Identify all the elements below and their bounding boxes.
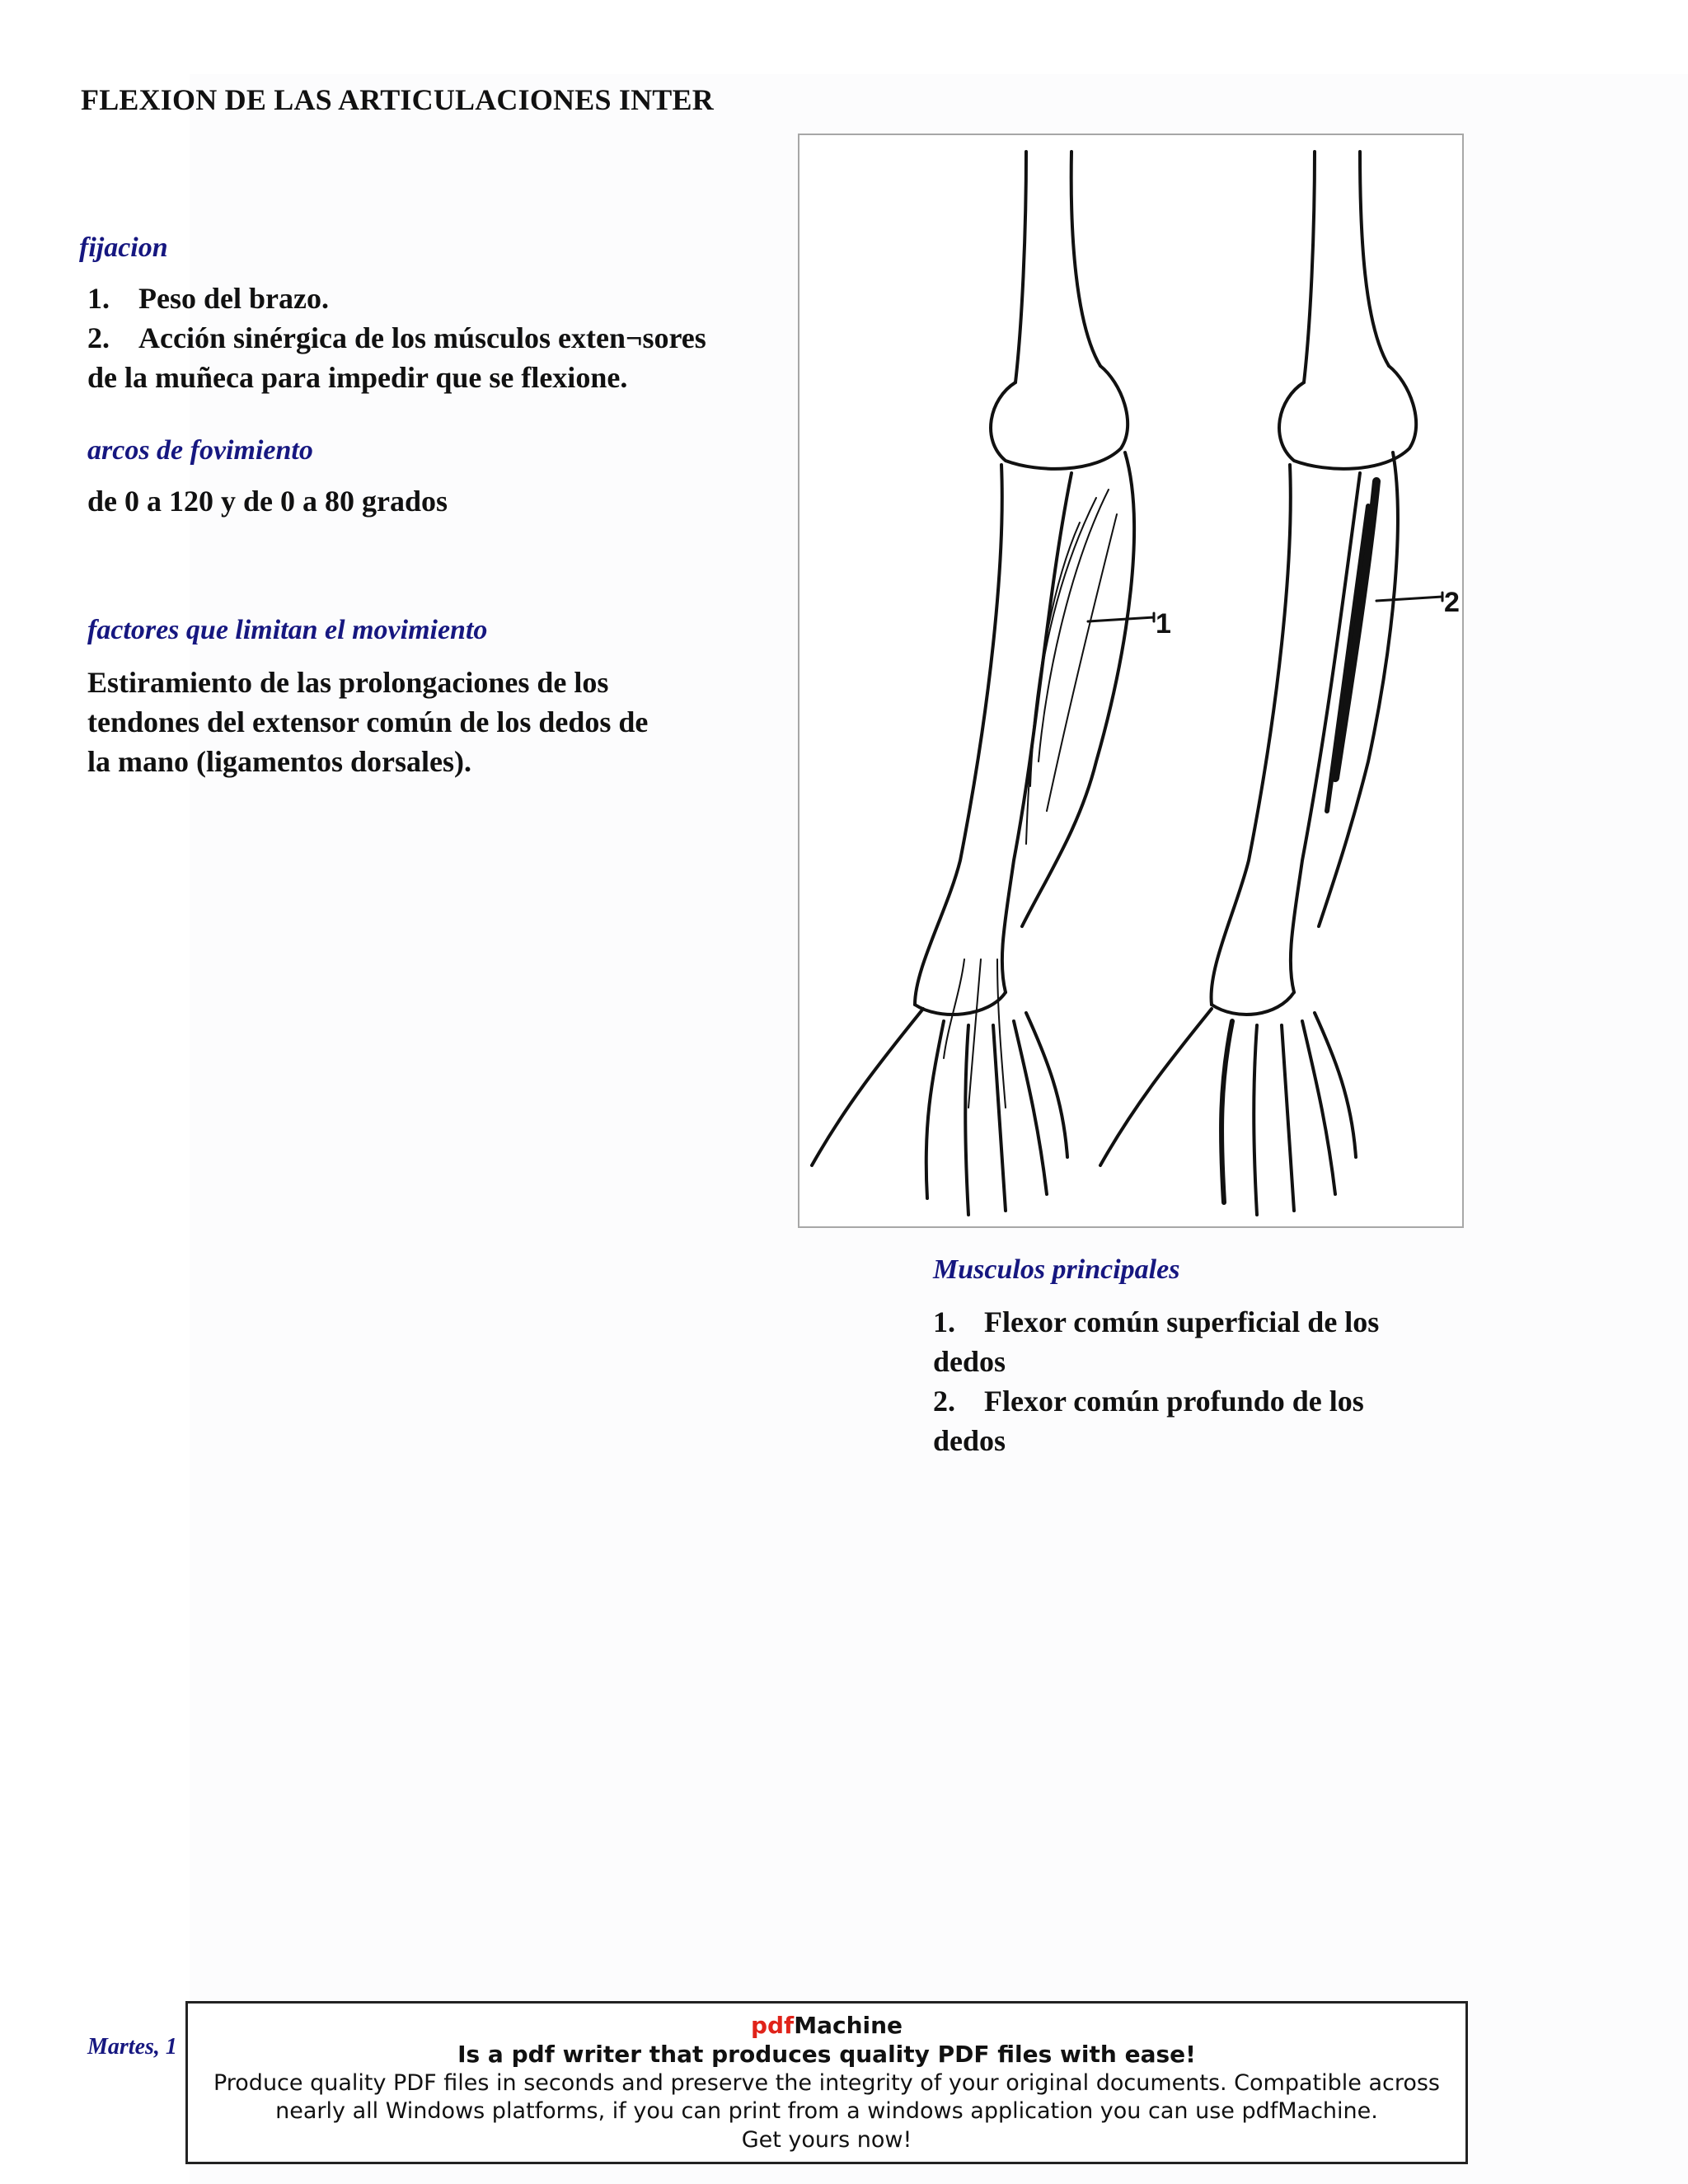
forearm-illustration: 1 2 (810, 150, 1460, 1216)
item-number: 2. (933, 1385, 955, 1418)
item-text: Flexor común profundo de los (984, 1385, 1364, 1418)
item-number: 1. (87, 282, 110, 315)
banner-description-line: Produce quality PDF files in seconds and… (213, 2070, 1441, 2096)
thumb-right (1099, 1007, 1213, 1167)
fijacion-heading: fijacion (79, 232, 168, 263)
radius-right (1209, 463, 1292, 1006)
musculos-list: 1.Flexor común superficial de los dedos … (933, 1302, 1444, 1460)
muscle-left (1020, 451, 1137, 928)
figure-label-2: 2 (1444, 587, 1460, 618)
text-line: la mano (ligamentos dorsales). (87, 745, 471, 778)
text-line: tendones del extensor común de los dedos… (87, 705, 649, 738)
banner-tagline: Is a pdf writer that produces quality PD… (457, 2041, 1196, 2068)
text-line: Estiramiento de las prolongaciones de lo… (87, 666, 609, 699)
musculos-heading: Musculos principales (933, 1254, 1180, 1285)
footer-date: Martes, 1 (87, 2034, 177, 2060)
arcos-text: de 0 a 120 y de 0 a 80 grados (87, 485, 448, 518)
item-number: 1. (933, 1305, 955, 1338)
list-item-continuation: dedos (933, 1345, 1006, 1378)
fijacion-list: 1. Peso del brazo. 2. Acción sinérgica de … (87, 279, 796, 397)
figure-label-1: 1 (1156, 608, 1171, 640)
factores-text: Estiramiento de las prolongaciones de lo… (87, 663, 780, 781)
radius-left (913, 463, 1004, 1006)
factores-heading: factores que limitan el movimiento (87, 615, 488, 645)
list-continuation: de la muñeca para impedir que se flexion… (87, 361, 628, 394)
brand-prefix: pdf (750, 2012, 795, 2039)
brand-suffix: Machine (794, 2012, 903, 2039)
humerus-left (1014, 150, 1028, 384)
item-text: Flexor común superficial de los (984, 1305, 1380, 1338)
item-text: Peso del brazo. (138, 282, 329, 315)
list-item: 1. Peso del brazo. (87, 279, 796, 318)
banner-description-line: nearly all Windows platforms, if you can… (275, 2098, 1378, 2124)
anatomy-figure: 1 2 (798, 134, 1464, 1228)
banner-brand: pdfMachine (188, 2012, 1465, 2040)
arcos-heading: arcos de fovimiento (87, 435, 313, 466)
thumb-left (810, 1007, 925, 1167)
list-item-continuation: dedos (933, 1424, 1006, 1457)
pdfmachine-banner[interactable]: pdfMachine Is a pdf writer that produces… (185, 2001, 1468, 2164)
muscle-right (1317, 451, 1400, 928)
list-item: 2. Flexor común profundo de los (933, 1381, 1444, 1421)
item-text: Acción sinérgica de los músculos exten¬s… (138, 321, 706, 354)
page-title: FLEXION DE LAS ARTICULACIONES INTER (81, 83, 714, 116)
banner-cta-link[interactable]: Get yours now! (741, 2127, 912, 2153)
list-item: 2. Acción sinérgica de los músculos exten… (87, 318, 796, 358)
list-item: 1. Flexor común superficial de los (933, 1302, 1444, 1342)
humerus-right (1302, 150, 1316, 384)
item-number: 2. (87, 321, 110, 354)
